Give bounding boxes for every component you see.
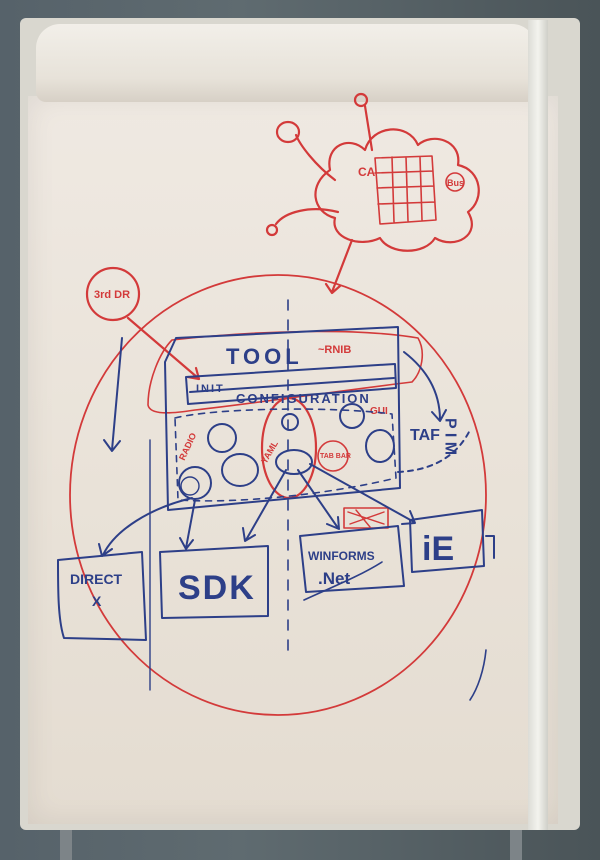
net-label: .Net bbox=[318, 569, 350, 588]
taf-dashed-link bbox=[397, 429, 471, 473]
gui-node bbox=[339, 403, 365, 429]
arrow-to-ie bbox=[309, 463, 416, 525]
arrow-to-directx bbox=[98, 497, 193, 557]
stand-leg-right bbox=[510, 820, 522, 860]
left-down-arrow bbox=[103, 337, 123, 452]
gui-label: GUI bbox=[370, 406, 388, 417]
sdk-label: SDK bbox=[178, 569, 256, 607]
antenna-node-left bbox=[275, 120, 301, 144]
system-boundary-circle bbox=[69, 274, 487, 716]
init-divider bbox=[189, 377, 395, 393]
arrow-to-winforms bbox=[297, 469, 340, 530]
left-node-lower bbox=[221, 453, 259, 487]
yaml-node-center bbox=[275, 449, 313, 475]
ca-label: CA bbox=[358, 165, 376, 179]
pim-label: P I M bbox=[442, 418, 459, 455]
bus-label: Bus bbox=[447, 178, 464, 188]
tab-bar-label: TAB BAR bbox=[320, 453, 351, 460]
sdk-box bbox=[159, 545, 269, 619]
flipchart-roll bbox=[36, 24, 536, 102]
antenna-node-down bbox=[265, 223, 279, 237]
configuration-bar bbox=[185, 363, 397, 405]
ie-side-line bbox=[485, 535, 495, 559]
ie-label: iE bbox=[422, 530, 454, 568]
blue-ink-layer: TOOL INIT CONFIGURATION TAF P I M bbox=[57, 299, 495, 701]
tool-box bbox=[164, 326, 401, 511]
inner-dashed-region bbox=[174, 408, 397, 502]
arrow-to-sdk-2 bbox=[242, 469, 287, 542]
configuration-label: CONFIGURATION bbox=[236, 391, 371, 406]
radio-label: RADIO bbox=[177, 431, 198, 462]
cloud-to-tool-arrow bbox=[324, 238, 354, 295]
cloud-shape bbox=[314, 128, 480, 252]
third-dr-arrow bbox=[126, 316, 201, 381]
stand-leg-left bbox=[60, 820, 72, 860]
cloud-grid bbox=[374, 155, 437, 225]
cloud-antenna-down bbox=[274, 208, 340, 226]
taf-arrow bbox=[403, 351, 447, 422]
third-dr-circle bbox=[85, 266, 141, 322]
crossed-box-scribble bbox=[347, 509, 385, 528]
directx-label-line1: DIRECT bbox=[70, 571, 123, 587]
tool-label: TOOL bbox=[226, 344, 303, 369]
red-ink-layer: CA Bus 3rd DR ~RNIB YAML RADIO bbox=[69, 92, 487, 716]
third-dr-label: 3rd DR bbox=[94, 289, 130, 301]
radio-node-inner bbox=[180, 476, 200, 496]
net-strikethrough bbox=[303, 561, 383, 601]
bottom-right-stroke bbox=[469, 649, 487, 701]
tab-bar-circle bbox=[317, 440, 349, 472]
winforms-label: WINFORMS bbox=[308, 549, 375, 563]
right-node bbox=[365, 429, 395, 463]
taf-label: TAF bbox=[410, 427, 440, 444]
cloud-antenna-top bbox=[363, 104, 374, 152]
rnib-label: ~RNIB bbox=[318, 344, 351, 356]
ie-box bbox=[409, 509, 485, 573]
yaml-node-top bbox=[281, 413, 299, 431]
left-node-upper bbox=[207, 423, 237, 453]
crossed-box bbox=[343, 507, 389, 529]
init-label: INIT bbox=[196, 383, 225, 395]
flipchart-side-clip bbox=[528, 20, 548, 830]
tool-red-outline bbox=[147, 330, 424, 414]
directx-label-line2: X bbox=[92, 593, 102, 609]
winforms-box bbox=[299, 525, 405, 593]
antenna-node-top bbox=[353, 92, 369, 108]
arrow-to-sdk-1 bbox=[179, 499, 196, 550]
bus-circle bbox=[445, 172, 465, 192]
directx-box bbox=[57, 551, 147, 641]
